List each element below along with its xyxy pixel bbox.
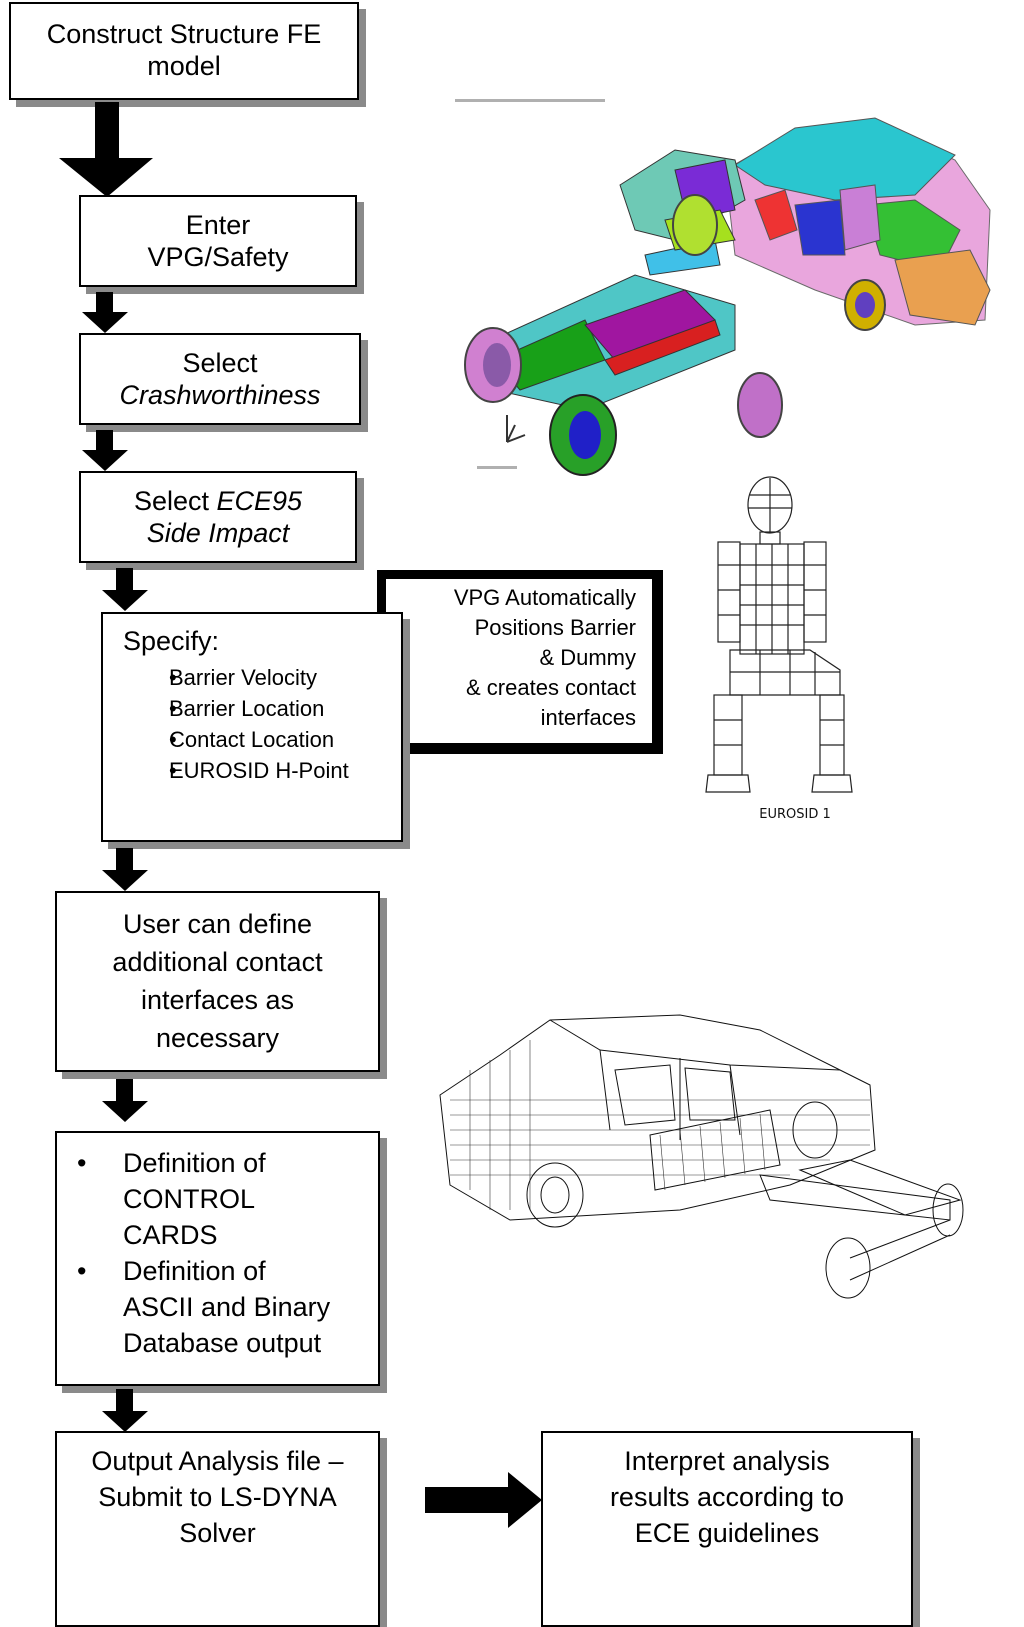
step-definitions: • Definition of CONTROL CARDS • Definiti…: [55, 1131, 380, 1386]
vpg-line-2: Positions Barrier: [474, 615, 636, 640]
down-arrow-4: [102, 568, 148, 611]
vpg-line-3: & Dummy: [539, 645, 636, 670]
definition-item-database-output: • Definition of ASCII and Binary Databas…: [77, 1256, 331, 1358]
step-construct-line2: model: [147, 51, 221, 81]
output-line-3: Solver: [179, 1518, 256, 1548]
down-arrow-1: [59, 102, 153, 197]
step-enter-vpg-safety: Enter VPG/Safety: [79, 195, 357, 287]
specify-item-barrier-velocity: Barrier Velocity: [123, 662, 349, 693]
down-arrow-2: [82, 292, 128, 333]
vehicle-fe-model-colored-image: [455, 99, 991, 476]
down-arrow-5: [102, 848, 148, 891]
user-line-1: User can define: [122, 909, 313, 939]
step-select-ece95: Select ECE95 Side Impact: [79, 471, 357, 563]
vpg-line-4: & creates contact: [466, 675, 636, 700]
vpg-line-5: interfaces: [540, 705, 636, 730]
step-construct-fe-model: Construct Structure FE model: [9, 2, 359, 100]
definitions-list: • Definition of CONTROL CARDS • Definiti…: [77, 1145, 330, 1361]
right-arrow: [425, 1472, 542, 1528]
user-line-4: necessary: [155, 1023, 280, 1053]
output-line-2: Submit to LS-DYNA: [98, 1482, 337, 1512]
interpret-line-1: Interpret analysis: [624, 1446, 830, 1476]
step-construct-line1: Construct Structure FE: [46, 19, 322, 49]
step-crash-line1: Select: [182, 348, 258, 378]
step-vpg-automatically: VPG Automatically Positions Barrier & Du…: [377, 570, 663, 754]
step-ece-line2: Side Impact: [146, 518, 290, 548]
step-crash-line2: Crashworthiness: [119, 380, 321, 410]
vehicle-barrier-mesh-image: [439, 1014, 964, 1299]
specify-item-contact-location: Contact Location: [123, 724, 349, 755]
user-line-3: interfaces as: [140, 985, 295, 1015]
specify-list: Barrier Velocity Barrier Location Contac…: [123, 662, 349, 786]
eurosid-dummy-mesh-image: EUROSID 1: [705, 476, 853, 822]
specify-title: Specify:: [123, 626, 220, 656]
step-enter-line2: VPG/Safety: [147, 242, 289, 272]
step-select-crashworthiness: Select Crashworthiness: [79, 333, 361, 425]
step-user-define-contacts: User can define additional contact inter…: [55, 891, 380, 1072]
interpret-line-3: ECE guidelines: [634, 1518, 820, 1548]
step-ece-prefix: Select: [133, 486, 217, 516]
specify-item-barrier-location: Barrier Location: [123, 693, 349, 724]
vpg-line-1: VPG Automatically: [453, 585, 636, 610]
interpret-line-2: results according to: [609, 1482, 845, 1512]
definition-item-control-cards: • Definition of CONTROL CARDS: [77, 1148, 266, 1250]
user-line-2: additional contact: [112, 947, 323, 977]
step-interpret-results: Interpret analysis results according to …: [541, 1431, 913, 1627]
down-arrow-3: [82, 430, 128, 471]
step-enter-line1: Enter: [185, 210, 251, 240]
step-specify: Specify: Barrier Velocity Barrier Locati…: [101, 612, 403, 842]
specify-item-eurosid-h-point: EUROSID H-Point: [123, 755, 349, 786]
eurosid-caption: EUROSID 1: [759, 807, 831, 822]
step-output-analysis: Output Analysis file – Submit to LS-DYNA…: [55, 1431, 380, 1627]
down-arrow-6: [102, 1079, 148, 1122]
output-line-1: Output Analysis file –: [91, 1446, 344, 1476]
step-ece-line1: ECE95: [216, 486, 303, 516]
down-arrow-7: [102, 1389, 148, 1432]
